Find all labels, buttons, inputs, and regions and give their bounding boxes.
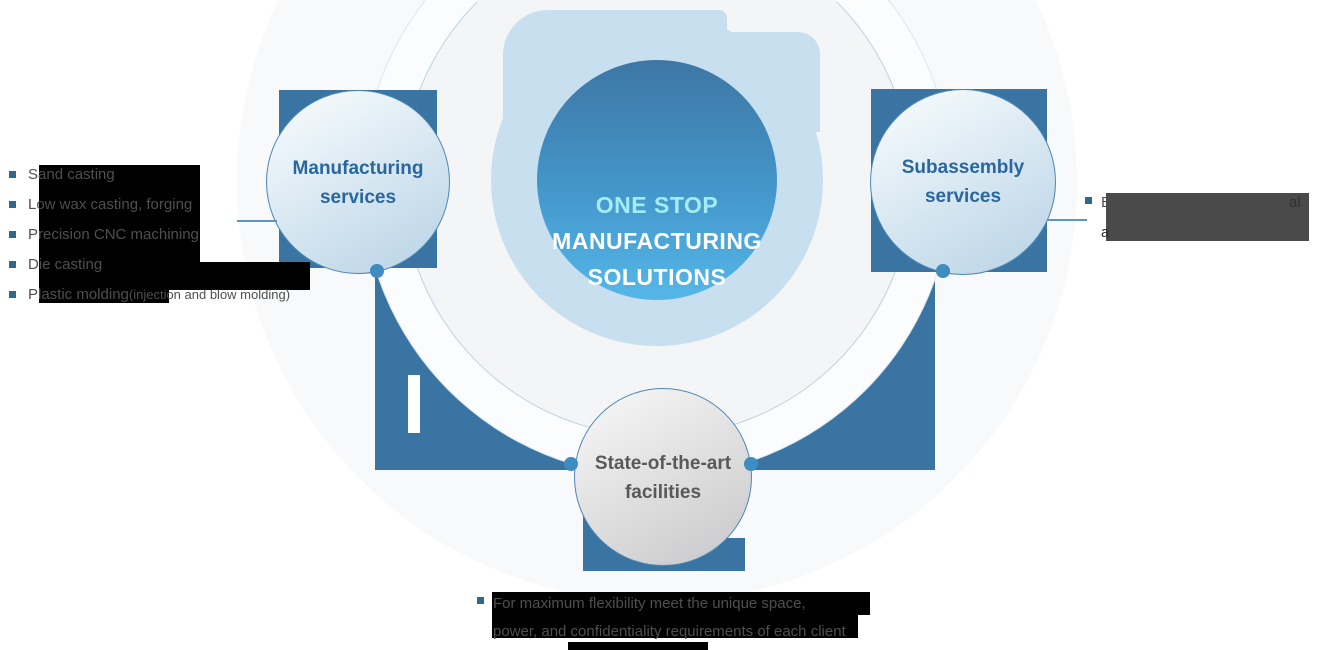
- list-item-label: Sand casting: [28, 165, 115, 183]
- connector-dot-bottom-left: [564, 457, 578, 471]
- node-manufacturing-services: Manufacturing services: [266, 90, 450, 274]
- redaction-box-left-c: [39, 287, 169, 303]
- facilities-list-line2: power, and confidentiality requirements …: [493, 623, 846, 640]
- subassembly-list-line1-end: al: [1289, 194, 1301, 211]
- hub-title-line2: MANUFACTURING: [552, 228, 762, 254]
- subassembly-list-line2-start: a: [1101, 224, 1110, 241]
- list-item: Precision CNC machining: [9, 219, 290, 249]
- node-subassembly-services: Subassembly services: [870, 89, 1056, 275]
- facilities-label-line1: State-of-the-art: [594, 453, 732, 474]
- facilities-list-line1: For maximum flexibility meet the unique …: [493, 595, 806, 612]
- list-item-label: Low wax casting, forging: [28, 195, 193, 213]
- bullet-square-icon: [9, 290, 16, 298]
- list-item: Die casting: [9, 249, 290, 279]
- redaction-box-bottom-a: [492, 592, 870, 615]
- bullet-square-icon: [1085, 197, 1092, 204]
- list-item-detail: (injection and blow molding): [128, 286, 291, 302]
- connector-dot-right: [936, 264, 950, 278]
- hub-circle: ONE STOP MANUFACTURING SOLUTIONS: [537, 60, 777, 300]
- hub-title-line1: ONE STOP: [595, 192, 719, 218]
- list-item-label: Die casting: [28, 255, 103, 273]
- list-item-label: Precision CNC machining: [28, 225, 199, 243]
- manufacturing-label-line2: services: [319, 187, 397, 208]
- subassembly-label-line1: Subassembly: [901, 157, 1025, 178]
- bullet-square-icon: [9, 170, 16, 178]
- manufacturing-label-line1: Manufacturing: [292, 158, 424, 179]
- redaction-box-left-b: [39, 262, 310, 290]
- connector-dot-bottom-right: [744, 457, 758, 471]
- subassembly-list-line1-start: E: [1101, 194, 1112, 211]
- white-notch-rect: [408, 375, 420, 433]
- bullet-square-icon: [9, 230, 16, 238]
- bullet-square-icon: [9, 260, 16, 268]
- list-item: Plastic molding (injection and blow mold…: [9, 279, 290, 309]
- connector-dot-left: [370, 264, 384, 278]
- redaction-box-left-a: [39, 165, 200, 262]
- manufacturing-services-list: Sand casting Low wax casting, forging Pr…: [9, 159, 290, 309]
- bullet-square-icon: [9, 200, 16, 208]
- hub-title: ONE STOP MANUFACTURING SOLUTIONS: [537, 187, 777, 295]
- list-item: Low wax casting, forging: [9, 189, 290, 219]
- redaction-strip-bottom: [568, 642, 708, 650]
- connector-line-left: [237, 220, 277, 222]
- list-item: Sand casting: [9, 159, 290, 189]
- redaction-box-bottom-b: [492, 615, 858, 638]
- node-state-of-the-art-facilities: State-of-the-art facilities: [574, 388, 752, 566]
- hub-title-line3: SOLUTIONS: [587, 264, 727, 290]
- bullet-square-icon: [477, 597, 484, 604]
- connector-line-right: [1047, 219, 1087, 221]
- list-item-label: Plastic molding: [28, 285, 129, 303]
- facilities-label-line2: facilities: [624, 482, 702, 503]
- redaction-box-right: [1106, 193, 1309, 241]
- blue-band-lower-notch: [727, 538, 745, 571]
- subassembly-label-line2: services: [924, 186, 1002, 207]
